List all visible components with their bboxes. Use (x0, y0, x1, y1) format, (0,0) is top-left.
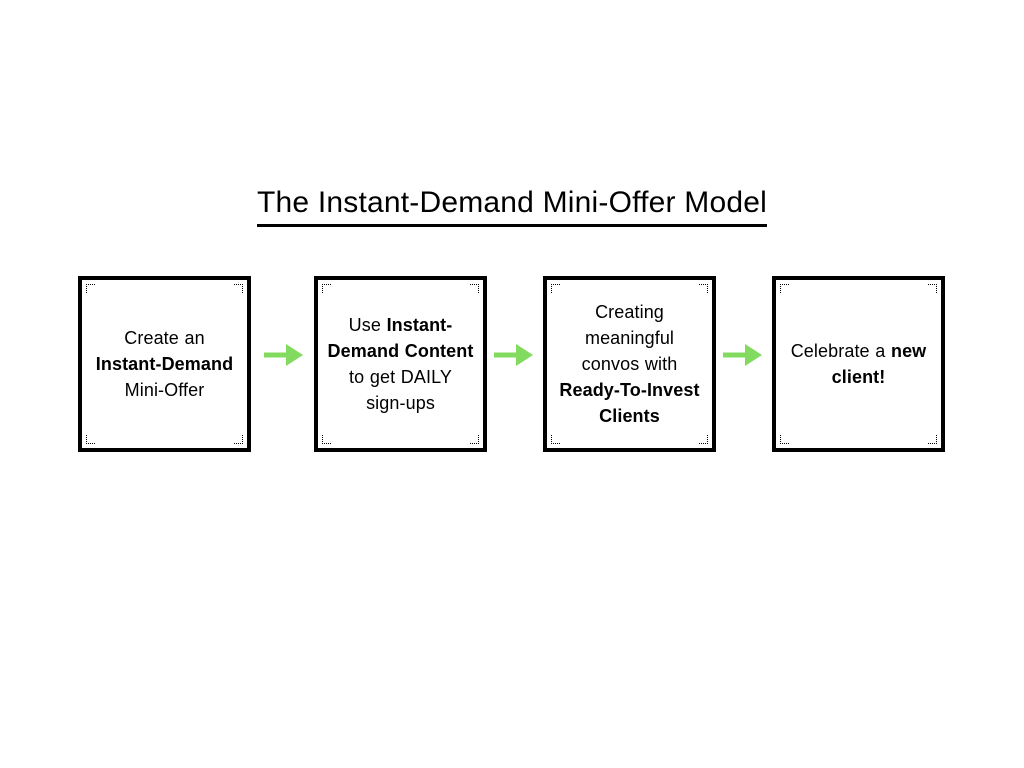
flow-step-2-segment-0: Use (348, 315, 387, 335)
flow-step-1-segment-0: Create an (124, 328, 205, 348)
flow-step-1-text: Create an Instant-Demand Mini-Offer (91, 325, 238, 403)
corner-handle-bottom-right-icon (699, 435, 708, 444)
flow-step-1-segment-1: Instant-Demand (95, 354, 234, 374)
corner-handle-top-left-icon (780, 284, 789, 293)
arrow-right-icon (494, 340, 534, 370)
flow-step-2-segment-2: to get DAILY sign-ups (349, 367, 452, 413)
corner-handle-top-left-icon (322, 284, 331, 293)
page-title-text: The Instant-Demand Mini-Offer Model (257, 186, 767, 227)
flow-step-2-text: Use Instant-Demand Content to get DAILY … (327, 312, 474, 416)
arrow-right-icon (723, 340, 763, 370)
corner-handle-bottom-right-icon (928, 435, 937, 444)
flow-step-1[interactable]: Create an Instant-Demand Mini-Offer (78, 276, 251, 452)
corner-handle-top-right-icon (699, 284, 708, 293)
page-title: The Instant-Demand Mini-Offer Model (0, 186, 1024, 227)
corner-handle-bottom-left-icon (780, 435, 789, 444)
flow-step-3-segment-1: Ready-To-Invest Clients (559, 380, 700, 426)
process-flow: Create an Instant-Demand Mini-Offer Use … (78, 276, 947, 452)
arrow-right-icon (264, 340, 304, 370)
flow-step-1-segment-2: Mini-Offer (124, 380, 205, 400)
flow-step-3-text: Creating meaningful convos with Ready-To… (556, 299, 703, 429)
corner-handle-bottom-right-icon (470, 435, 479, 444)
corner-handle-top-left-icon (551, 284, 560, 293)
corner-handle-bottom-left-icon (322, 435, 331, 444)
flow-step-2-segment-1: Instant-Demand Content (327, 315, 474, 361)
corner-handle-top-left-icon (86, 284, 95, 293)
flow-step-3[interactable]: Creating meaningful convos with Ready-To… (543, 276, 716, 452)
flow-step-3-segment-0: Creating meaningful convos with (581, 302, 678, 374)
corner-handle-bottom-left-icon (86, 435, 95, 444)
flow-step-4-segment-1: new client! (831, 341, 927, 387)
corner-handle-top-right-icon (928, 284, 937, 293)
corner-handle-bottom-right-icon (234, 435, 243, 444)
flow-step-4-text: Celebrate a new client! (785, 338, 932, 390)
flow-step-2[interactable]: Use Instant-Demand Content to get DAILY … (314, 276, 487, 452)
flow-step-4-segment-0: Celebrate a (790, 341, 891, 361)
flow-step-4[interactable]: Celebrate a new client! (772, 276, 945, 452)
corner-handle-top-right-icon (234, 284, 243, 293)
corner-handle-bottom-left-icon (551, 435, 560, 444)
corner-handle-top-right-icon (470, 284, 479, 293)
